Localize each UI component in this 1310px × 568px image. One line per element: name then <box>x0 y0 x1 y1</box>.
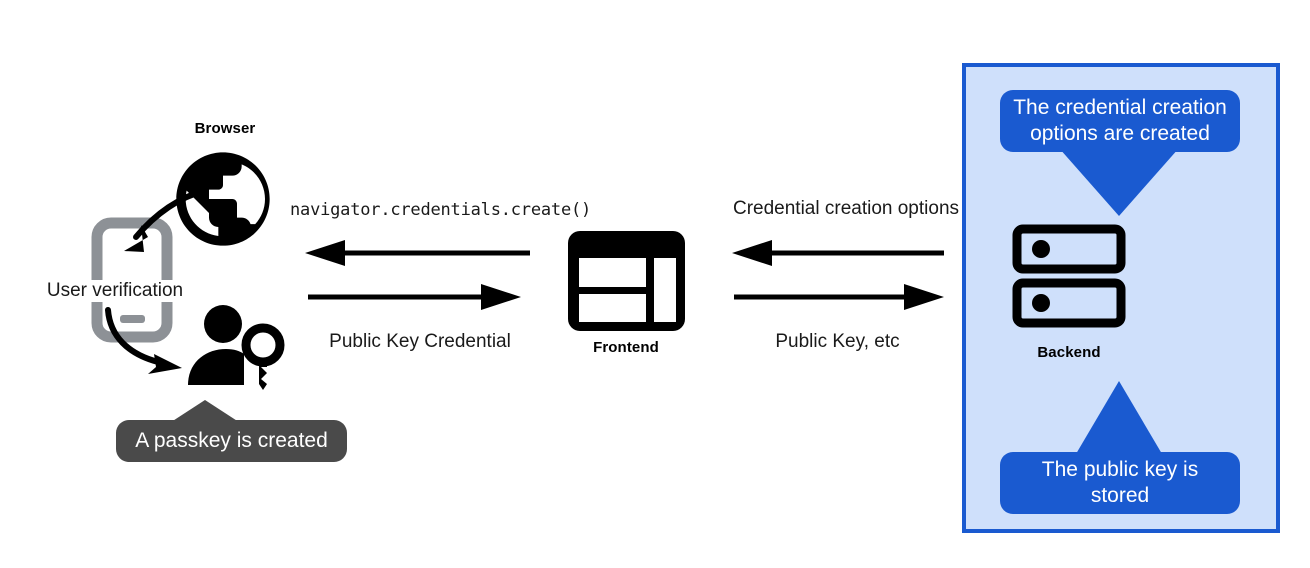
frontend-label: Frontend <box>593 339 659 356</box>
arrow-browser-to-phone <box>124 188 207 252</box>
callout-bottom-tail-icon <box>1073 381 1165 459</box>
callout-top-line1: The credential creation <box>1013 96 1227 120</box>
person-with-key-icon <box>188 305 285 390</box>
message-public-key-credential: Public Key Credential <box>329 331 511 352</box>
message-public-key-etc: Public Key, etc <box>775 331 900 352</box>
tooltip-tail-icon <box>165 400 245 426</box>
backend-callout-top-text: The credential creation options are crea… <box>1013 95 1227 146</box>
callout-bottom-line1: The public key is <box>1041 458 1199 482</box>
server-stack-icon <box>1012 224 1126 328</box>
globe-icon <box>176 152 270 246</box>
user-verification-label: User verification <box>30 280 200 302</box>
message-credential-creation-options: Credential creation options <box>732 198 960 219</box>
callout-top-line2: options are created <box>1030 122 1210 145</box>
backend-callout-bottom-text: The public key is stored <box>1042 457 1198 508</box>
passkey-created-tooltip: A passkey is created <box>116 420 347 462</box>
callout-bottom-line2: stored <box>1090 484 1150 507</box>
backend-callout-bottom: The public key is stored <box>1000 452 1240 514</box>
passkey-created-tooltip-text: A passkey is created <box>135 429 328 453</box>
arrow-phone-to-passkey <box>105 307 182 374</box>
browser-label: Browser <box>194 120 256 137</box>
web-layout-icon <box>568 231 685 331</box>
arrow-credential-creation-options <box>732 240 944 266</box>
arrow-public-key-credential <box>308 284 521 310</box>
arrow-create-call <box>305 240 530 266</box>
message-navigator-credentials-create: navigator.credentials.create() <box>290 200 592 220</box>
arrow-public-key-etc <box>734 284 944 310</box>
backend-callout-top: The credential creation options are crea… <box>1000 90 1240 152</box>
callout-top-tail-icon <box>1059 148 1179 216</box>
backend-label: Backend <box>1037 344 1101 361</box>
